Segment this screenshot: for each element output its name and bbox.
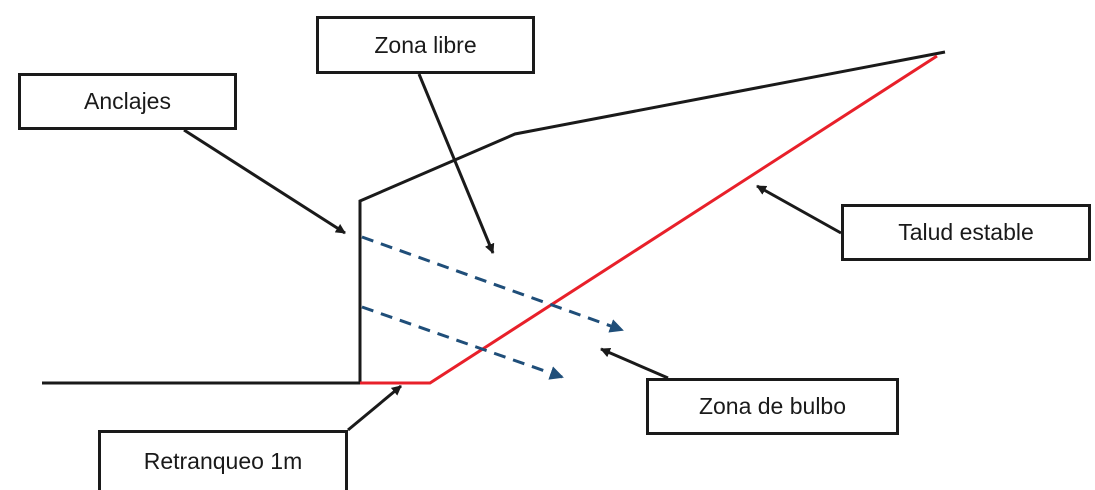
label-talud-estable-text: Talud estable [898,219,1034,245]
anchor-lower [361,305,564,380]
label-zona-libre: Zona libre [316,16,535,74]
leader-zona-libre [417,73,495,254]
label-talud-estable: Talud estable [841,204,1091,261]
label-retranqueo-text: Retranqueo 1m [143,448,303,474]
terrain-profile [358,50,946,383]
leader-anclajes [183,128,346,235]
leader-zona-de-bulbo [600,347,669,380]
label-zona-libre-text: Zona libre [374,31,477,58]
anchor-upper [361,235,624,333]
label-retranqueo: Retranqueo 1m [98,430,348,490]
leader-retranqueo [347,384,402,432]
stable-slope-line [360,54,938,385]
label-anclajes-text: Anclajes [84,88,171,114]
label-anclajes: Anclajes [18,73,237,130]
label-zona-de-bulbo-text: Zona de bulbo [698,393,847,419]
leader-talud-estable [756,184,842,235]
label-zona-de-bulbo: Zona de bulbo [646,378,899,435]
